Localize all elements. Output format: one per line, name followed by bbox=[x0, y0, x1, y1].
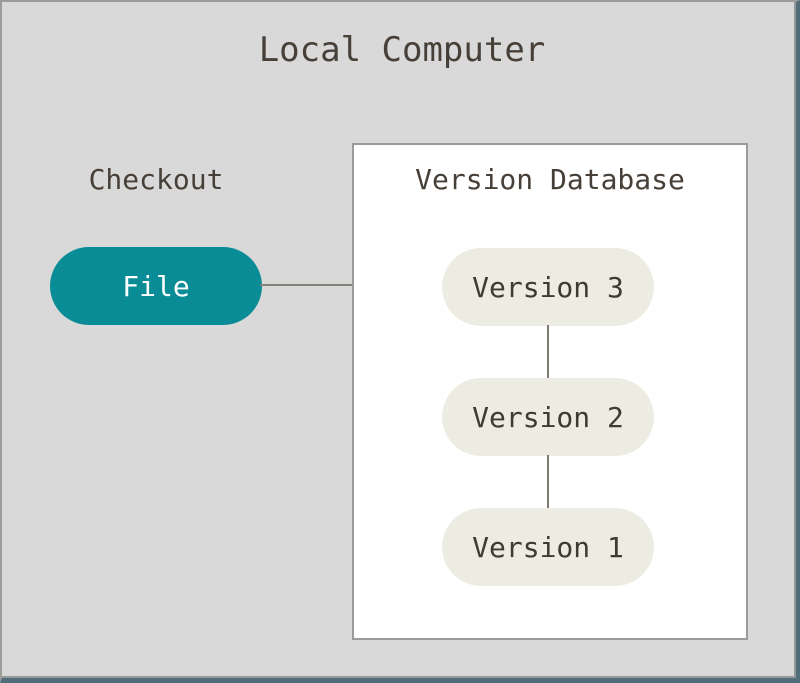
version-database-box: Version Database Version 3 Version 2 Ver… bbox=[352, 143, 748, 640]
version3-version2-connector-line bbox=[547, 325, 549, 379]
version2-version1-connector-line bbox=[547, 455, 549, 509]
version-database-title: Version Database bbox=[415, 163, 685, 196]
checkout-label: Checkout bbox=[88, 163, 224, 196]
version-1-node: Version 1 bbox=[442, 508, 654, 586]
version-3-node: Version 3 bbox=[442, 248, 654, 326]
diagram-title: Local Computer bbox=[258, 30, 546, 70]
version-2-node: Version 2 bbox=[442, 378, 654, 456]
file-node: File bbox=[50, 247, 262, 325]
